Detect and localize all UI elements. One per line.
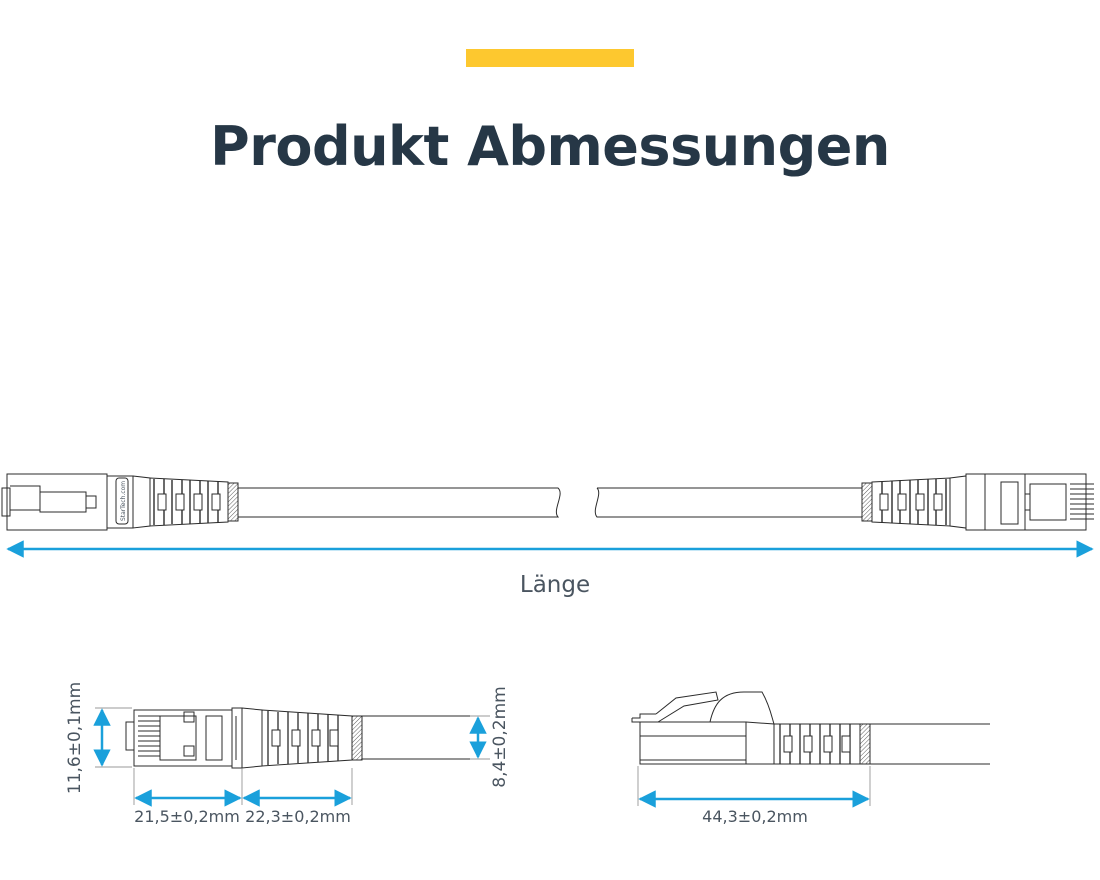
cable-diameter-label: 8,4±0,2mm xyxy=(490,686,510,787)
length-label: Länge xyxy=(520,572,590,598)
right-plug xyxy=(965,473,1094,531)
connector-height-label: 11,6±0,1mm xyxy=(65,682,85,794)
accent-bar xyxy=(466,49,634,67)
brand-mark: StarTech.com xyxy=(115,477,129,525)
top-view-connector xyxy=(125,707,470,769)
right-detail-extension-lines xyxy=(637,766,871,806)
boot-length-label: 22,3±0,2mm xyxy=(245,807,351,826)
left-boot xyxy=(132,475,239,529)
brand-mark-text: StarTech.com xyxy=(119,481,127,521)
plug-length-label: 21,5±0,2mm xyxy=(134,807,240,826)
total-connector-length-label: 44,3±0,2mm xyxy=(702,807,808,826)
page-title: Produkt Abmessungen xyxy=(210,115,890,178)
left-detail-extension-lines xyxy=(95,707,490,805)
right-boot xyxy=(861,475,967,529)
full-cable: StarTech.com xyxy=(1,473,1094,531)
side-view-connector xyxy=(631,691,990,765)
left-plug: StarTech.com xyxy=(1,473,134,531)
